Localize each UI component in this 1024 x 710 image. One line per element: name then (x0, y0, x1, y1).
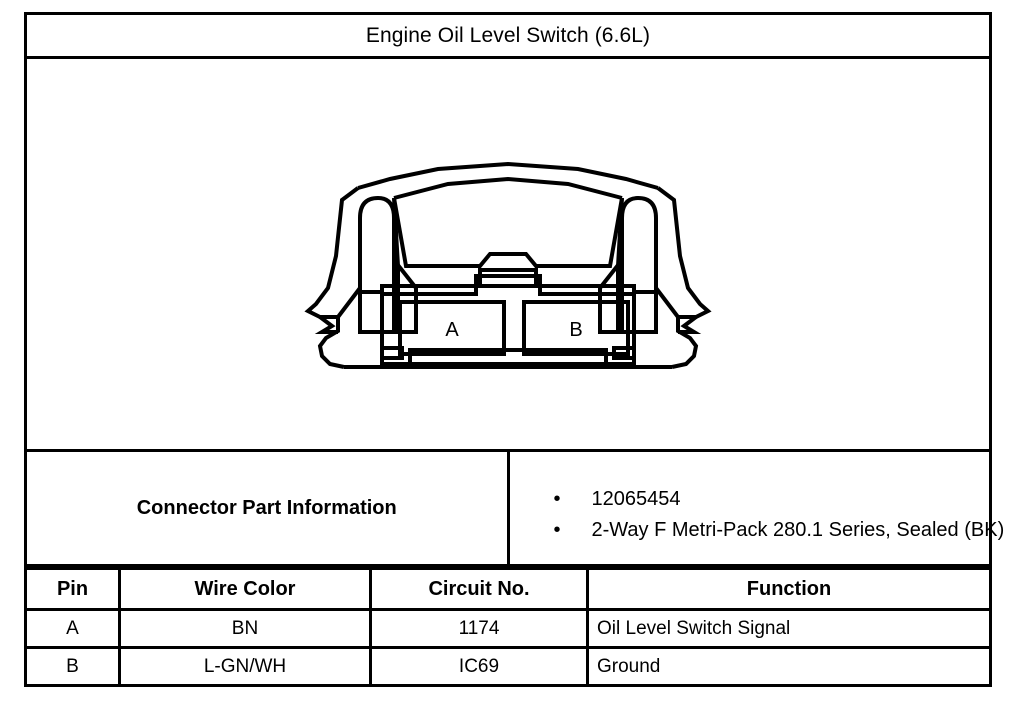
right-notch-detail (678, 315, 702, 334)
cavity-a-box (398, 300, 506, 356)
pin-table-header-row: Pin Wire Color Circuit No. Function (24, 567, 992, 611)
list-item-text: 2-Way F Metri-Pack 280.1 Series, Sealed … (591, 518, 1005, 541)
column-header-wire-color: Wire Color (118, 567, 372, 611)
cell-circuit-no: IC69 (369, 646, 589, 687)
right-wing-diagonal (598, 258, 624, 334)
list-item-text: 12065454 (591, 487, 681, 510)
list-item: • 12065454 (510, 484, 990, 515)
connector-diagram-cell: A B (24, 56, 992, 452)
right-inner-shoulder (616, 197, 624, 332)
connector-part-information-list: • 12065454 • 2-Way F Metri-Pack 280.1 Se… (510, 471, 1005, 546)
shell-left-outer (304, 186, 360, 369)
cell-pin: A (24, 608, 121, 649)
table-row: B L-GN/WH IC69 Ground (24, 646, 992, 687)
page-title: Engine Oil Level Switch (6.6L) (24, 12, 992, 59)
cell-pin: B (24, 646, 121, 687)
connector-part-information-row: Connector Part Information • 12065454 • … (24, 449, 1005, 567)
table-row: A BN 1174 Oil Level Switch Signal (24, 608, 992, 649)
cavity-a-label: A (445, 319, 459, 341)
title-row: Engine Oil Level Switch (6.6L) (24, 12, 992, 59)
cell-function: Oil Level Switch Signal (586, 608, 992, 649)
inner-shell-lip (392, 197, 624, 268)
housing-top-rail-inner (382, 274, 634, 296)
left-notch-detail (314, 315, 338, 334)
cavity-b-label: B (569, 319, 582, 341)
shell-top-arch-inner (393, 176, 623, 200)
cell-function: Ground (586, 646, 992, 687)
column-header-pin: Pin (24, 567, 121, 611)
cavity-b-box (522, 300, 630, 356)
right-taper (654, 282, 680, 332)
connector-diagram: A B (27, 59, 989, 449)
left-taper (336, 282, 362, 332)
bullet-icon: • (553, 487, 561, 510)
shell-right-outer (656, 186, 712, 369)
bullet-icon: • (553, 518, 561, 541)
column-header-function: Function (586, 567, 992, 611)
pin-assignment-table: Pin Wire Color Circuit No. Function A BN… (24, 567, 992, 687)
cell-wire-color: BN (118, 608, 372, 649)
cell-wire-color: L-GN/WH (118, 646, 372, 687)
column-header-circuit-no: Circuit No. (369, 567, 589, 611)
list-item: • 2-Way F Metri-Pack 280.1 Series, Seale… (510, 515, 1005, 546)
connector-part-information-list-cell: • 12065454 • 2-Way F Metri-Pack 280.1 Se… (506, 449, 1005, 567)
left-wing-diagonal (392, 258, 418, 334)
cell-circuit-no: 1174 (369, 608, 589, 649)
connector-end-view-table: Engine Oil Level Switch (6.6L) (24, 12, 1005, 567)
left-latch-finger (358, 195, 396, 334)
connector-part-information-label: Connector Part Information (24, 449, 510, 567)
shell-top-arch-outer (357, 161, 659, 190)
connector-illustration: A B (304, 161, 712, 369)
base-center-rail (408, 348, 608, 366)
diagram-row: A B (24, 56, 992, 452)
